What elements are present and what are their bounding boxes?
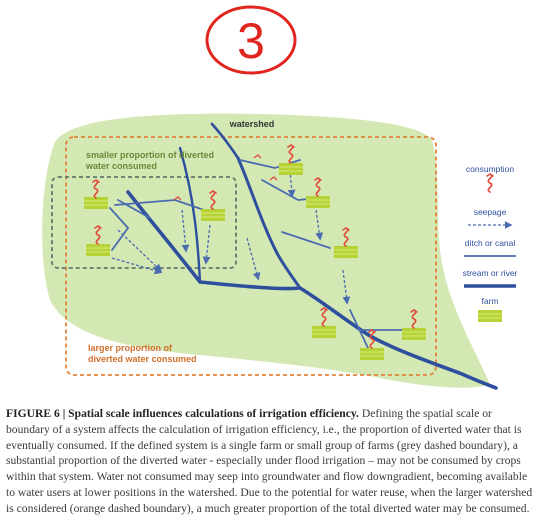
legend-consumption-label: consumption xyxy=(466,164,514,174)
farms xyxy=(84,163,426,360)
consumption-icon xyxy=(209,190,217,210)
farm-plot xyxy=(402,328,426,340)
legend-farm-label: farm xyxy=(482,296,499,306)
seepage-arrow xyxy=(202,224,211,265)
seepage-arrow xyxy=(342,269,351,305)
consumption-icon xyxy=(342,227,350,247)
grey-dashed-boundary xyxy=(51,176,237,269)
smaller-proportion-label-line1: smaller proportion of diverted xyxy=(86,150,214,160)
river-tributary-east xyxy=(236,156,302,290)
legend: consumption seepage ditch or canal strea… xyxy=(463,164,518,322)
farm-plot xyxy=(201,209,225,221)
annotation-circle xyxy=(205,5,297,75)
diversion-mark xyxy=(173,196,182,201)
consumption-marks xyxy=(92,144,418,349)
larger-proportion-label-line2: diverted water consumed xyxy=(88,354,197,364)
farm-plot xyxy=(360,348,384,360)
legend-ditch-label: ditch or canal xyxy=(465,238,516,248)
watershed-area xyxy=(42,113,490,388)
farm-plot xyxy=(312,326,336,338)
ditch-6 xyxy=(281,231,331,249)
annotation-number: 3 xyxy=(237,13,265,69)
ditch-8 xyxy=(349,309,369,349)
farm-plot xyxy=(279,163,303,175)
river-network xyxy=(126,122,498,390)
consumption-icon xyxy=(314,177,322,197)
consumption-icon xyxy=(94,225,102,245)
river-tributary-north xyxy=(210,122,240,160)
watershed-label: watershed xyxy=(229,119,275,129)
larger-proportion-label-line1: larger proportion of xyxy=(88,343,173,353)
caption-body: Defining the spatial scale or boundary o… xyxy=(6,407,533,515)
figure-label: FIGURE 6 xyxy=(6,407,60,420)
consumption-icon xyxy=(287,144,295,164)
farm-plot xyxy=(86,244,110,256)
consumption-icon xyxy=(92,179,100,199)
smaller-proportion-label-line2: water consumed xyxy=(85,161,157,171)
handwritten-annotation: 3 xyxy=(205,5,297,75)
ditch-3 xyxy=(117,199,151,219)
diversion-mark xyxy=(253,154,262,159)
seepage-arrow xyxy=(181,209,190,253)
consumption-icon xyxy=(368,329,376,349)
figure-title: Spatial scale influences calculations of… xyxy=(68,407,359,420)
river-tributary-west xyxy=(178,146,202,284)
caption-separator: | xyxy=(62,407,66,420)
ditch-2 xyxy=(109,207,130,251)
farm-plot xyxy=(306,196,330,208)
seepage-arrow xyxy=(246,237,261,281)
legend-stream-label: stream or river xyxy=(463,268,518,278)
diversion-marks xyxy=(173,154,278,201)
consumption-icon xyxy=(320,307,328,327)
farm-plot xyxy=(334,246,358,258)
diversion-mark xyxy=(269,176,278,181)
legend-consumption-icon xyxy=(486,173,494,193)
seepage-arrow xyxy=(287,169,296,198)
consumption-icon xyxy=(410,309,418,329)
seepage-arrows xyxy=(111,169,351,305)
legend-seepage-label: seepage xyxy=(474,207,507,217)
orange-dashed-boundary xyxy=(65,136,437,376)
figure-caption: FIGURE 6 | Spatial scale influences calc… xyxy=(6,406,536,517)
seepage-arrow xyxy=(111,257,163,275)
legend-farm-icon xyxy=(478,310,502,322)
irrigation-diagram: 3 xyxy=(42,5,518,390)
farm-plot xyxy=(84,197,108,209)
main-river xyxy=(126,190,498,390)
